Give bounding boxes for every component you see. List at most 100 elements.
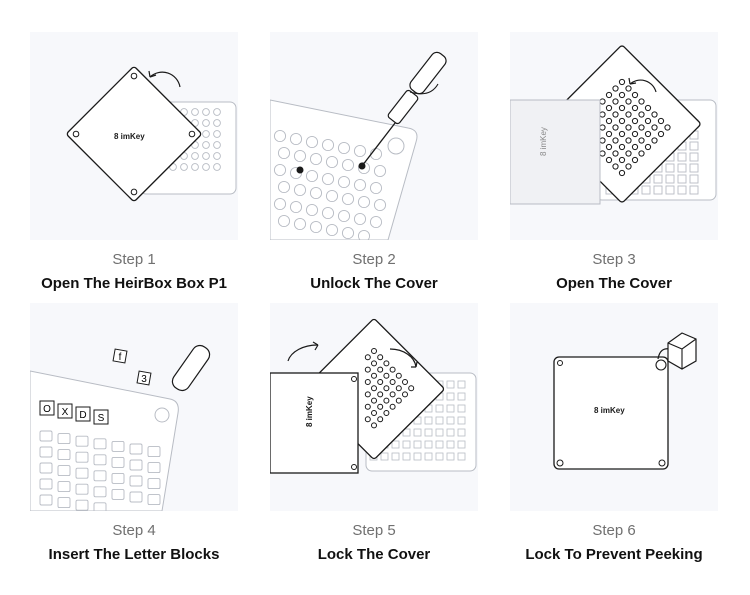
step-title: Open The HeirBox Box P1: [41, 275, 227, 292]
pattern-mark: [57, 497, 71, 509]
unlock-cover-illustration: [270, 51, 447, 240]
pattern-mark: [202, 163, 210, 171]
pattern-mark: [57, 465, 71, 477]
pattern-mark: [147, 462, 161, 474]
rotate-arrow-icon: [629, 79, 657, 93]
pattern-mark: [383, 372, 390, 379]
step-title: Insert The Letter Blocks: [48, 546, 220, 563]
pattern-mark: [625, 150, 632, 157]
pattern-mark: [39, 478, 53, 490]
pattern-mark: [612, 98, 619, 105]
pattern-mark: [677, 185, 687, 195]
pattern-mark: [446, 452, 455, 461]
pattern-mark: [413, 428, 422, 437]
pattern-mark: [371, 372, 377, 379]
pattern-mark: [293, 149, 307, 163]
pattern-mark: [213, 130, 221, 138]
pattern-mark: [191, 108, 199, 116]
svg-text:S: S: [98, 413, 105, 424]
pattern-mark: [337, 175, 351, 189]
pattern-mark: [93, 502, 107, 511]
pattern-mark: [677, 152, 687, 162]
pattern-mark: [180, 163, 188, 171]
pattern-mark: [129, 491, 143, 503]
pattern-mark: [371, 360, 377, 367]
step-number: Step 6: [592, 522, 636, 539]
pattern-mark: [435, 404, 444, 413]
pattern-mark: [457, 452, 466, 461]
pattern-mark: [305, 203, 319, 217]
pattern-mark: [402, 440, 411, 449]
pattern-mark: [383, 397, 390, 404]
pattern-mark: [377, 366, 384, 373]
pattern-mark: [293, 217, 307, 231]
pattern-mark: [644, 104, 652, 112]
step-5: 8 imKey Step 5 Lock The Cover: [270, 303, 478, 565]
pattern-mark: [321, 138, 335, 152]
pattern-mark: [408, 385, 415, 392]
pattern-mark: [651, 111, 658, 118]
pattern-mark: [383, 360, 390, 367]
pattern-mark: [75, 451, 89, 463]
pattern-mark: [111, 472, 125, 484]
step-1: 8 imKey Step 1 Open The HeirBox Box P1: [30, 32, 238, 294]
letter-block: f: [112, 348, 128, 364]
pattern-mark: [371, 397, 377, 404]
brand-logo: 8 imKey: [114, 132, 145, 141]
pattern-mark: [618, 169, 626, 177]
pattern-mark: [202, 119, 210, 127]
pattern-mark: [651, 137, 658, 144]
pattern-mark: [625, 137, 632, 144]
pattern-mark: [618, 91, 626, 99]
pattern-mark: [353, 178, 367, 192]
pattern-mark: [147, 478, 161, 490]
pattern-mark: [377, 391, 384, 398]
pattern-mark: [129, 443, 143, 455]
pattern-mark: [75, 467, 89, 479]
pattern-mark: [371, 410, 377, 416]
brand-logo: 8 imKey: [539, 127, 548, 156]
pattern-mark: [665, 163, 675, 173]
pattern-mark: [413, 452, 422, 461]
pattern-mark: [618, 156, 626, 164]
step-number: Step 2: [352, 251, 396, 268]
pattern-mark: [605, 143, 613, 151]
pattern-mark: [395, 385, 402, 392]
pattern-mark: [653, 174, 663, 184]
pattern-mark: [457, 440, 466, 449]
pattern-mark: [364, 416, 371, 423]
pattern-mark: [424, 440, 433, 449]
pattern-mark: [377, 416, 384, 423]
pattern-mark: [341, 158, 355, 172]
pattern-mark: [657, 117, 665, 125]
pattern-mark: [625, 98, 632, 105]
pattern-mark: [402, 379, 408, 385]
pattern-mark: [389, 379, 396, 385]
pattern-mark: [371, 385, 377, 392]
pattern-mark: [402, 391, 408, 398]
pattern-mark: [93, 486, 107, 498]
pattern-mark: [435, 428, 444, 437]
pattern-mark: [644, 130, 652, 138]
pattern-mark: [631, 156, 639, 164]
pattern-mark: [357, 195, 371, 209]
pattern-mark: [341, 192, 355, 206]
pattern-mark: [689, 152, 699, 162]
pattern-mark: [435, 440, 444, 449]
rotate-arrow-icon: [389, 348, 417, 368]
pattern-mark: [111, 440, 125, 452]
lock-cover-illustration: 8 imKey: [270, 318, 477, 474]
open-box-illustration: 8 imKey: [66, 66, 237, 202]
pattern-mark: [377, 354, 384, 361]
pattern-mark: [277, 146, 291, 160]
svg-text:X: X: [62, 407, 69, 418]
pattern-mark: [129, 475, 143, 487]
step-6: 8 imKey Step 6 Lock To Prevent Peeking: [510, 303, 718, 565]
pattern-mark: [446, 428, 455, 437]
pattern-mark: [305, 169, 319, 183]
pattern-mark: [638, 150, 645, 157]
pattern-mark: [305, 135, 319, 149]
pattern-mark: [413, 440, 422, 449]
pattern-mark: [369, 215, 383, 229]
pattern-mark: [638, 124, 645, 131]
